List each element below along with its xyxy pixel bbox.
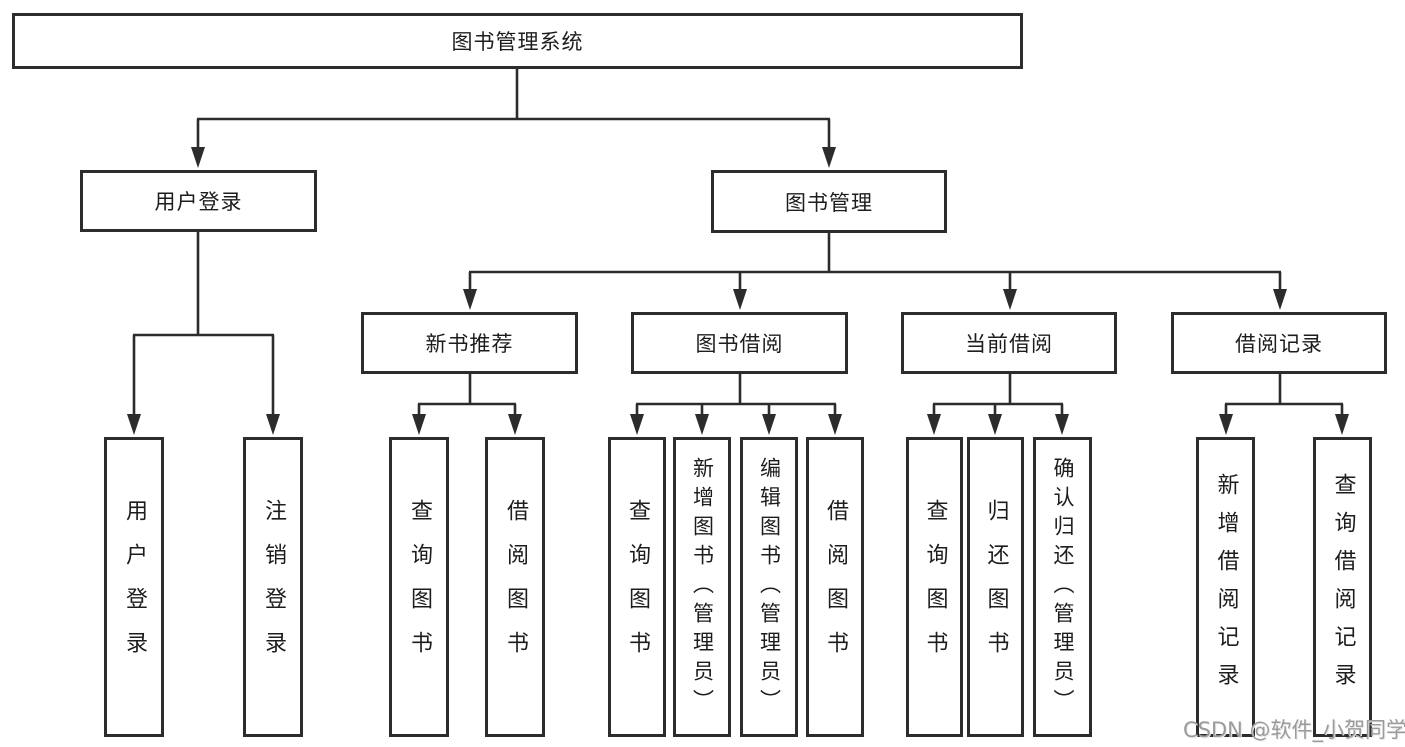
connector-book-mgmt-children	[463, 233, 1287, 310]
csdn-watermark: CSDN @软件_小贺同学	[1183, 718, 1405, 742]
node-book-mgmt: 图书管理	[711, 170, 947, 233]
node-current-borrow: 当前借阅	[901, 312, 1117, 374]
connector-borrow-record-children	[1219, 374, 1349, 435]
leaf-borrow-book-b: 借阅图书	[806, 437, 864, 737]
leaf-query-book-c: 查询图书	[906, 437, 963, 737]
leaf-query-book-a: 查询图书	[389, 437, 449, 737]
leaf-borrow-book-a: 借阅图书	[485, 437, 545, 737]
connector-root-to-level2	[191, 69, 836, 168]
connector-user-login-children	[127, 232, 280, 435]
leaf-query-book-b: 查询图书	[608, 437, 666, 737]
node-user-login: 用户登录	[80, 170, 317, 232]
leaf-add-book-admin: 新增图书（管理员）	[673, 437, 731, 737]
connector-book-borrow-children	[630, 374, 842, 435]
leaf-edit-book-admin: 编辑图书（管理员）	[740, 437, 798, 737]
leaf-confirm-return-admin: 确认归还（管理员）	[1033, 437, 1092, 737]
leaf-add-borrow-record: 新增借阅记录	[1196, 437, 1255, 737]
node-new-book-rec: 新书推荐	[361, 312, 578, 374]
leaf-user-login: 用户登录	[104, 437, 164, 737]
node-borrow-record: 借阅记录	[1171, 312, 1387, 374]
connector-new-book-rec-children	[412, 374, 522, 435]
node-root: 图书管理系统	[12, 13, 1023, 69]
node-book-borrow: 图书借阅	[631, 312, 848, 374]
connector-current-borrow-children	[927, 374, 1069, 435]
leaf-logout: 注销登录	[243, 437, 303, 737]
leaf-query-borrow-record: 查询借阅记录	[1313, 437, 1372, 737]
leaf-return-book: 归还图书	[967, 437, 1024, 737]
